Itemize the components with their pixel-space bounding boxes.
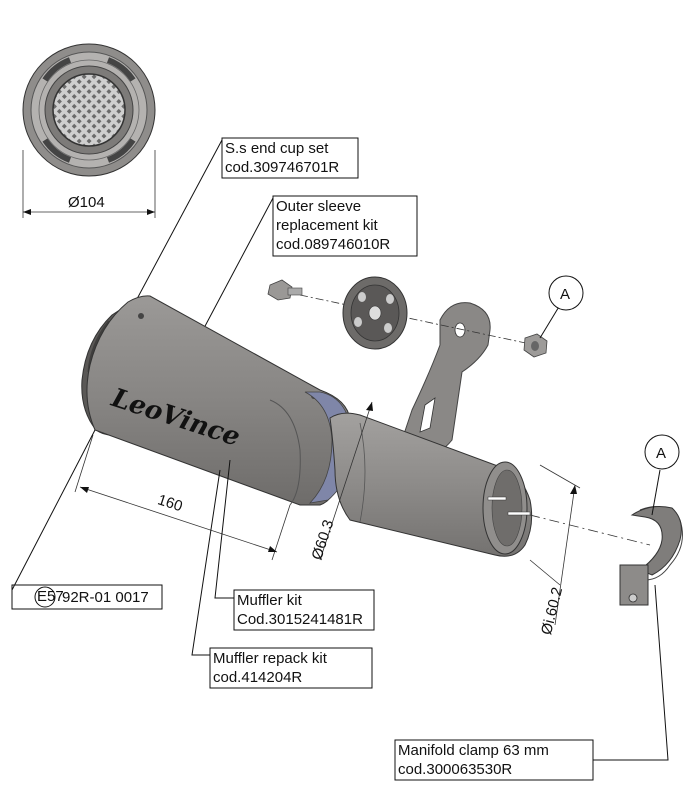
inlet-diameter-label: Øi.60.2 xyxy=(538,586,566,637)
manifold-clamp-code: cod.300063530R xyxy=(398,761,512,778)
e-mark: E57 xyxy=(37,588,64,605)
manifold-clamp-label: Manifold clamp 63 mm cod.300063530R xyxy=(394,584,669,781)
end-cup-view: Ø104 xyxy=(22,43,156,218)
outer-sleeve-label: Outer sleeve replacement kit cod.0897460… xyxy=(194,195,418,346)
end-cup-diameter-label: Ø104 xyxy=(68,194,105,211)
repack-kit-code: cod.414204R xyxy=(213,669,302,686)
outer-sleeve-name-2: replacement kit xyxy=(276,217,379,234)
callout-a-lower: A xyxy=(644,434,680,516)
end-cup-code: cod.309746701R xyxy=(225,159,339,176)
muffler-kit-name: Muffler kit xyxy=(237,592,303,609)
outlet-diameter-label: Ø60.3 xyxy=(309,518,338,562)
callout-a-upper: A xyxy=(539,275,584,339)
link-pipe xyxy=(329,412,533,557)
manifold-clamp xyxy=(619,506,683,606)
repack-kit-name: Muffler repack kit xyxy=(213,650,328,667)
outer-sleeve-code: cod.089746010R xyxy=(276,236,390,253)
inlet-diameter-dimension: Øi.60.2 xyxy=(529,464,581,637)
mounting-hardware xyxy=(267,276,548,358)
mounting-bracket xyxy=(401,302,491,456)
outer-sleeve-name: Outer sleeve xyxy=(276,198,361,215)
muffler-kit-code: Cod.3015241481R xyxy=(237,611,363,628)
end-cup-set-label: S.s end cup set cod.309746701R xyxy=(129,137,359,313)
callout-a-lower-letter: A xyxy=(656,445,666,462)
callout-a-upper-letter: A xyxy=(560,286,570,303)
length-label: 160 xyxy=(156,491,185,515)
repack-kit-label: Muffler repack kit cod.414204R xyxy=(191,469,373,689)
homologation-code: 92R-01 0017 xyxy=(62,589,149,606)
end-cup-name: S.s end cup set xyxy=(225,140,329,157)
length-dimension: 160 xyxy=(74,434,291,561)
muffler-kit-label: Muffler kit Cod.3015241481R xyxy=(214,459,375,631)
silencer-body: LeoVince xyxy=(81,295,353,506)
manifold-clamp-name: Manifold clamp 63 mm xyxy=(398,742,549,759)
homologation-label: E57 92R-01 0017 xyxy=(11,429,163,610)
